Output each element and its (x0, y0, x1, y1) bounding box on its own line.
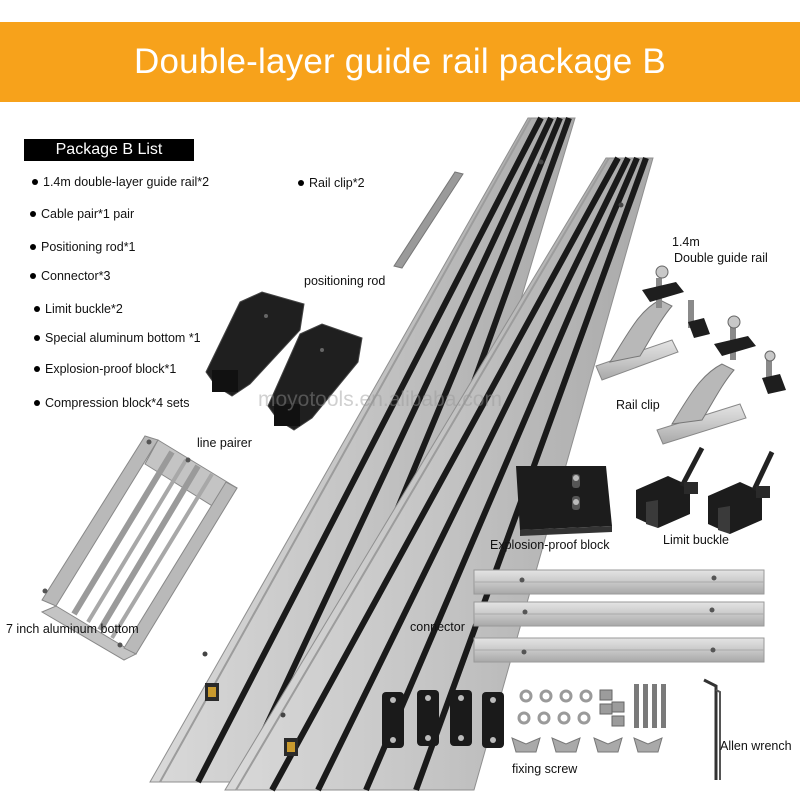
line-pairer (205, 291, 363, 431)
aluminum-bottom (40, 435, 238, 661)
square-nuts (599, 689, 625, 727)
label-line-pairer: line pairer (197, 436, 252, 450)
label-limit-buckle: Limit buckle (663, 533, 729, 547)
list-item-label: Connector*3 (41, 269, 111, 283)
limit-buckle-1 (636, 446, 705, 528)
bolts (634, 684, 666, 728)
list-item-label: Limit buckle*2 (45, 302, 123, 316)
positioning-rod (393, 171, 464, 269)
washers (517, 689, 593, 725)
label-connector: connector (410, 620, 465, 634)
page-title: Double-layer guide rail package B (134, 42, 666, 81)
list-item-label: Special aluminum bottom *1 (45, 331, 201, 345)
compression-blocks (382, 690, 504, 748)
bullet-icon (298, 180, 304, 186)
list-item: Positioning rod*1 (30, 240, 136, 254)
limit-buckle-2 (708, 450, 775, 534)
wing-nuts (511, 737, 663, 753)
guide-rail-2 (224, 156, 654, 792)
list-item: Special aluminum bottom *1 (34, 331, 201, 345)
list-item-label: Explosion-proof block*1 (45, 362, 177, 376)
label-allen-wrench: Allen wrench (720, 739, 792, 753)
rail-clip-2 (656, 315, 786, 445)
list-item: Cable pair*1 pair (30, 207, 134, 221)
label-aluminum-bottom: 7 inch aluminum bottom (6, 622, 139, 636)
bullet-icon (34, 400, 40, 406)
label-rail-length: 1.4m (672, 235, 700, 249)
label-fixing-screw: fixing screw (512, 762, 578, 776)
bullet-icon (30, 244, 36, 250)
label-positioning-rod: positioning rod (304, 274, 386, 288)
list-item-label: Positioning rod*1 (41, 240, 136, 254)
label-rail-clip: Rail clip (616, 398, 660, 412)
list-item: Connector*3 (30, 269, 111, 283)
label-double-guide-rail: Double guide rail (674, 251, 768, 265)
list-item-label: 1.4m double-layer guide rail*2 (43, 175, 210, 189)
list-item-label: Rail clip*2 (309, 176, 365, 190)
list-item: Limit buckle*2 (34, 302, 123, 316)
list-item-rail-clip: Rail clip*2 (298, 176, 365, 190)
list-item: 1.4m double-layer guide rail*2 (32, 175, 209, 189)
list-item-label: Cable pair*1 pair (41, 207, 135, 221)
bullet-icon (30, 211, 36, 217)
connectors (473, 569, 765, 663)
list-item: Compression block*4 sets (34, 396, 190, 410)
list-item: Explosion-proof block*1 (34, 362, 176, 376)
explosion-proof-block (516, 466, 612, 536)
allen-wrench-icon (703, 678, 721, 780)
watermark: moyotools.en.alibaba.com (258, 388, 502, 411)
bullet-icon (34, 366, 40, 372)
bullet-icon (30, 273, 36, 279)
list-item-label: Compression block*4 sets (45, 396, 190, 410)
bullet-icon (34, 306, 40, 312)
bullet-icon (32, 179, 38, 185)
rail-clip-1 (595, 265, 710, 381)
label-explosion-proof-block: Explosion-proof block (490, 538, 610, 552)
package-list-header: Package B List (24, 139, 194, 161)
title-banner: Double-layer guide rail package B (0, 22, 800, 102)
bullet-icon (34, 335, 40, 341)
